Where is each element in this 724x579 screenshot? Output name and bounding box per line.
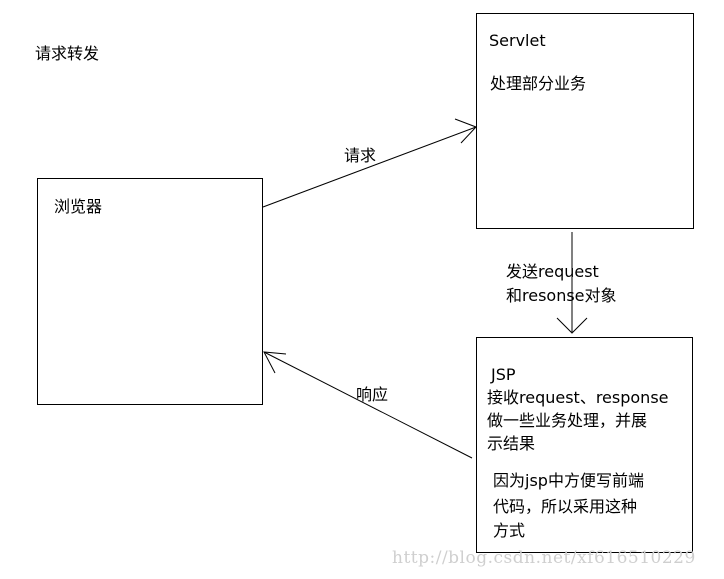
forward-edge-label-1: 发送request xyxy=(506,262,599,281)
response-edge-label: 响应 xyxy=(356,385,389,404)
servlet-title: Servlet xyxy=(489,31,546,50)
request-arrowhead xyxy=(454,118,477,144)
jsp-note-2: 代码，所以采用这种 xyxy=(493,497,638,516)
browser-label: 浏览器 xyxy=(54,197,103,216)
watermark: http://blog.csdn.net/xf616510229 xyxy=(392,548,696,568)
diagram-title: 请求转发 xyxy=(35,44,100,63)
servlet-node xyxy=(476,13,694,229)
forward-edge-label-2: 和resonse对象 xyxy=(506,286,617,305)
jsp-note-3: 方式 xyxy=(493,521,526,540)
request-arrow-line xyxy=(262,126,477,208)
servlet-description: 处理部分业务 xyxy=(490,74,587,93)
request-edge-label: 请求 xyxy=(344,146,377,165)
jsp-node xyxy=(476,337,693,553)
jsp-note-1: 因为jsp中方便写前端 xyxy=(493,471,644,490)
jsp-line-2: 做一些业务处理，并展 xyxy=(487,411,648,430)
forward-arrowhead xyxy=(556,317,588,334)
jsp-line-3: 示结果 xyxy=(487,434,536,453)
response-arrow-line xyxy=(263,351,473,459)
jsp-title: JSP xyxy=(491,365,516,384)
jsp-line-1: 接收request、response xyxy=(487,388,669,407)
browser-node xyxy=(37,178,263,405)
response-arrowhead xyxy=(263,351,287,374)
